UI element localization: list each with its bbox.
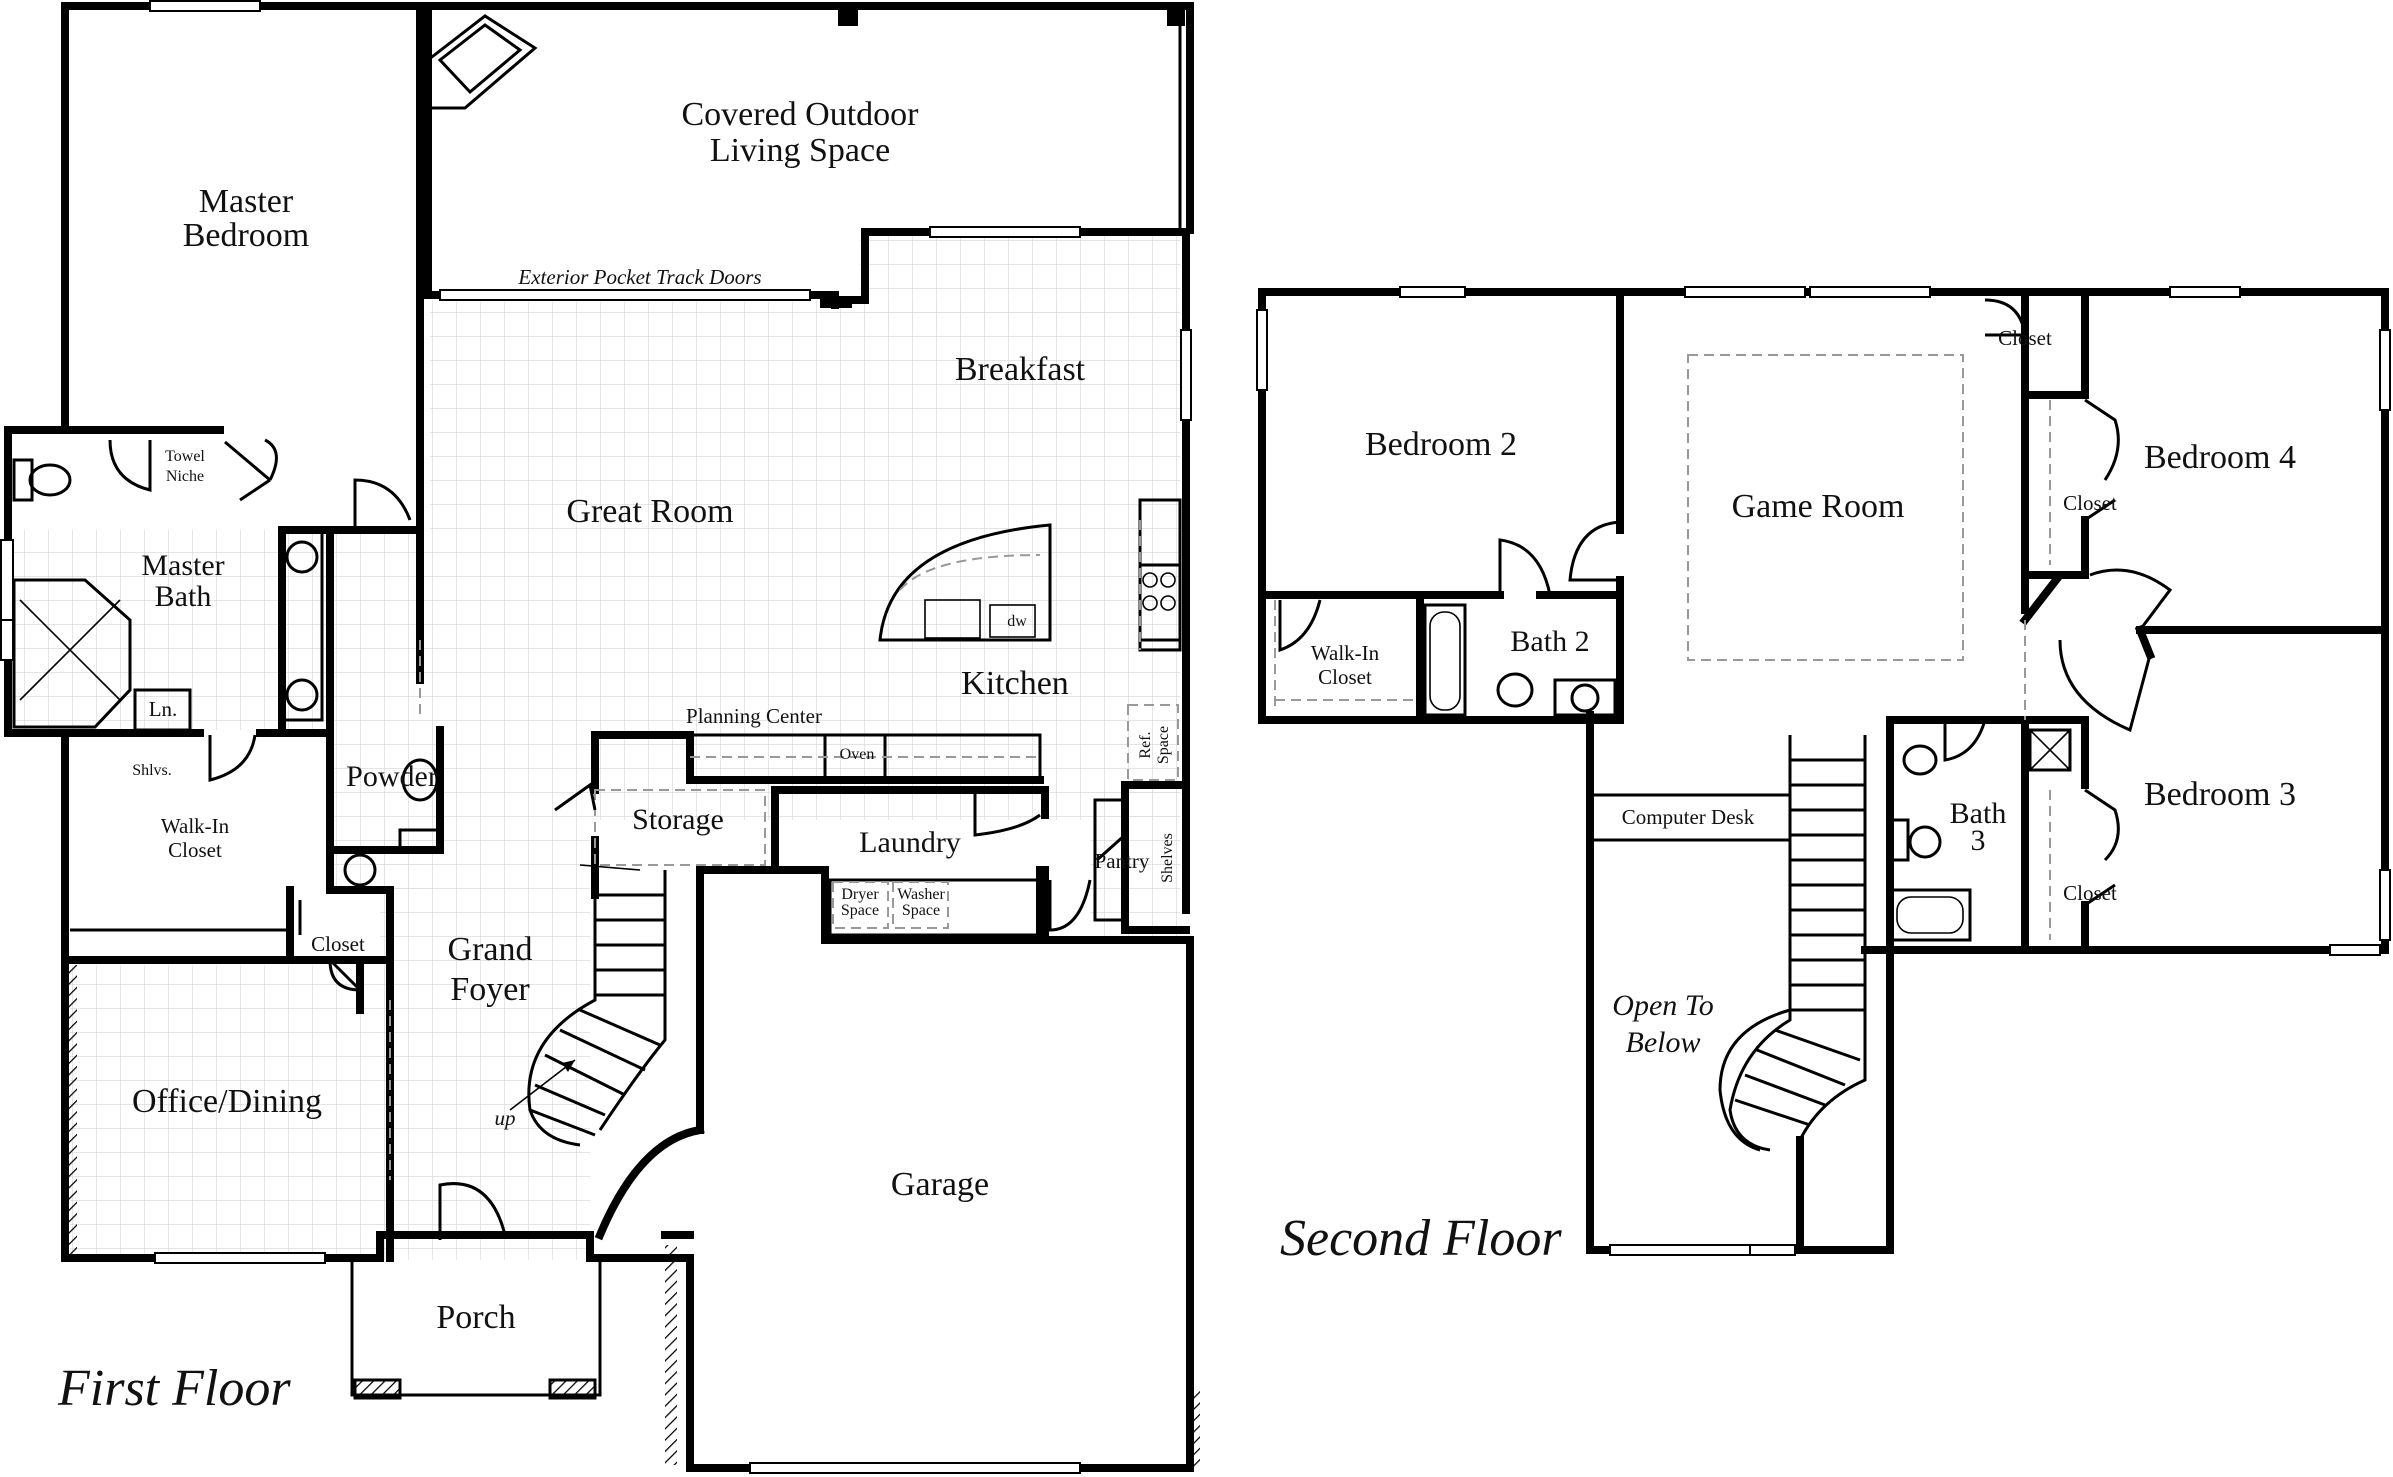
walkin-closet-label: Walk-In [161,814,230,838]
covered-outdoor-label: Covered Outdoor [681,96,919,133]
bedroom3-label: Bedroom 3 [2144,776,2296,813]
walkin-closet-label-2: Closet [168,838,222,862]
labels-second-floor: Bedroom 2 Game Room Closet Bedroom 4 Clo… [1311,326,2296,1059]
washer-space-label: Washer [897,886,945,903]
oven-label: Oven [840,746,875,763]
stair-first-floor [509,864,667,1147]
laundry-label: Laundry [859,826,961,859]
towel-niche-label-2: Niche [166,468,204,485]
bath3-label: Bath [1950,797,2007,830]
walkin-closet-2-label-2: Closet [1318,665,1372,689]
master-bath-label-2: Bath [155,580,212,613]
dryer-space-label: Dryer [841,886,879,903]
tile-floor [10,232,1180,1260]
game-room-label: Game Room [1732,488,1905,525]
great-room-label: Great Room [566,493,733,530]
kitchen-label: Kitchen [961,665,1069,702]
open-to-below-label-2: Below [1626,1026,1701,1059]
second-floor-title: Second Floor [1280,1210,1562,1267]
fixtures-first-floor [12,458,1182,937]
shelves-label: Shlvs. [132,762,172,779]
shelves-pantry-label: Shelves [1159,833,1176,883]
doors-second-floor [1278,298,2173,907]
master-bedroom-label-2: Bedroom [183,217,310,254]
linen-label: Ln. [149,697,178,721]
bath2-label: Bath 2 [1510,625,1589,658]
bedroom4-label: Bedroom 4 [2144,439,2296,476]
closet-b3-label: Closet [2063,881,2117,905]
first-floor: Master Bedroom Covered Outdoor Living Sp… [0,0,1200,1474]
closet-b4-label: Closet [2063,491,2117,515]
towel-niche-label: Towel [165,448,205,465]
ref-space-label: Ref. [1137,731,1154,758]
doors-first-floor [108,438,1126,1240]
breakfast-label: Breakfast [955,351,1086,388]
closet-top-label: Closet [1998,326,2052,350]
up-label: up [495,1106,516,1130]
planning-center-label: Planning Center [686,704,822,728]
open-to-below-label: Open To [1612,989,1713,1022]
storage-label: Storage [632,803,724,836]
grand-foyer-label-2: Foyer [450,971,530,1008]
dishwasher-label: dw [1007,613,1027,630]
walkin-closet-2-label: Walk-In [1311,641,1380,665]
stair-second-floor [1718,735,1867,1152]
windows-first-floor [0,0,1200,1474]
pantry-label: Pantry [1095,849,1150,873]
pocket-doors-label: Exterior Pocket Track Doors [517,265,761,289]
fireplace [426,14,538,110]
labels-first-floor: Master Bedroom Covered Outdoor Living Sp… [132,96,1176,1336]
fixtures-second-floor [1274,354,2072,942]
closet-label: Closet [311,932,365,956]
porch-label: Porch [436,1299,515,1336]
powder-label: Powder [346,760,438,793]
garage-label: Garage [891,1166,989,1203]
dryer-space-label-2: Space [841,902,879,919]
master-bath-label: Master [141,549,224,582]
ref-space-label-2: Space [1155,726,1172,764]
master-bedroom-label: Master [199,183,294,220]
first-floor-title: First Floor [57,1360,291,1417]
windows-second-floor [1256,286,2391,1256]
covered-outdoor-label-2: Living Space [710,132,890,169]
office-dining-label: Office/Dining [132,1083,322,1120]
second-floor: Bedroom 2 Game Room Closet Bedroom 4 Clo… [1256,286,2391,1267]
computer-desk-label: Computer Desk [1622,805,1755,829]
bedroom2-label: Bedroom 2 [1365,426,1517,463]
bath3-label-2: 3 [1971,824,1986,857]
washer-space-label-2: Space [902,902,940,919]
grand-foyer-label: Grand [448,931,533,968]
